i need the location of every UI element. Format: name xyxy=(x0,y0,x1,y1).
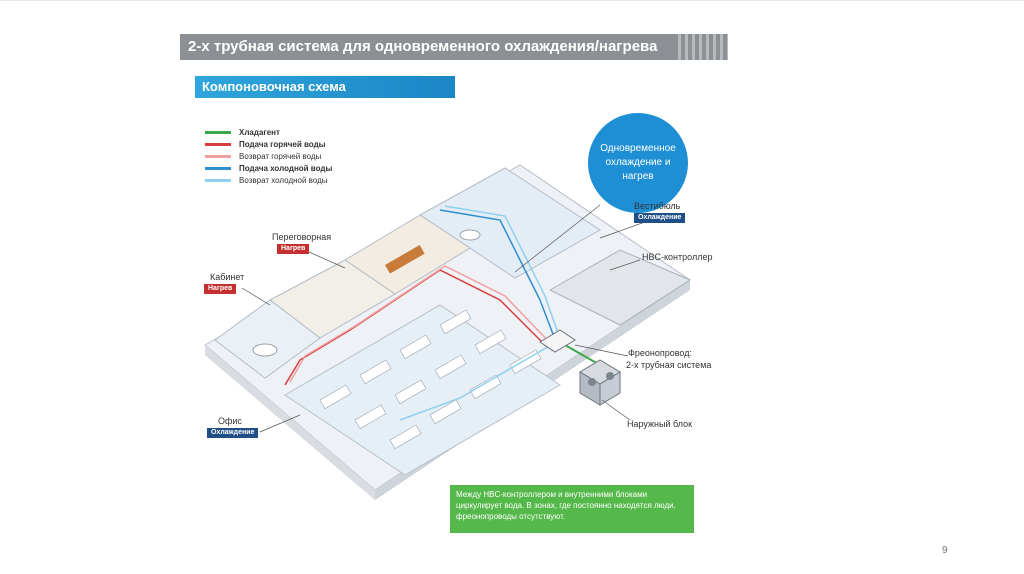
section-title: Компоновочная схема xyxy=(202,79,346,94)
meeting-table xyxy=(384,245,425,274)
office-label: Офис xyxy=(218,416,242,426)
cabinet-label: Кабинет xyxy=(210,272,245,282)
legend-item-cold-return: Возврат холодной воды xyxy=(205,174,332,186)
bubble-text: Одновременное охлаждение и нагрев xyxy=(600,143,676,182)
desk xyxy=(434,354,467,380)
slide-title-bar: 2-х трубная система для одновременного о… xyxy=(180,34,728,60)
round-table xyxy=(252,343,278,357)
refrigerant-pipe-label-line1: Фреонопровод: xyxy=(628,348,692,358)
meeting-room-mode-badge: Нагрев xyxy=(277,244,310,254)
legend-item-refrigerant: Хладагент xyxy=(205,126,332,138)
building-front-wall xyxy=(205,345,375,500)
cabinet-mode-badge: Нагрев xyxy=(204,284,237,294)
office-cold-pipe xyxy=(399,341,557,421)
desk xyxy=(354,404,387,430)
desk xyxy=(394,379,427,405)
legend-line-cold-return xyxy=(205,178,231,182)
legend-label: Подача горячей воды xyxy=(239,139,326,149)
hot-return-pipe xyxy=(289,265,553,383)
desk xyxy=(389,424,422,450)
lobby-table xyxy=(459,229,481,241)
section-header: Компоновочная схема xyxy=(195,76,455,98)
title-bar-stripes xyxy=(678,34,728,60)
legend-item-hot-return: Возврат горячей воды xyxy=(205,150,332,162)
desk xyxy=(429,399,462,425)
desk xyxy=(319,384,352,410)
outdoor-unit xyxy=(579,359,621,406)
lobby-room xyxy=(419,167,601,279)
legend-label: Хладагент xyxy=(239,127,280,137)
legend-label: Подача холодной воды xyxy=(239,163,333,173)
refrigerant-pipe-label-line2: 2-х трубная система xyxy=(626,360,712,370)
office-mode-badge: Охлаждение xyxy=(207,428,259,438)
info-note-text: Между HBC-контроллером и внутренними бло… xyxy=(456,490,676,521)
legend-line-hot-return xyxy=(205,154,231,158)
legend: Хладагент Подача горячей воды Возврат го… xyxy=(205,126,332,186)
desk xyxy=(399,334,432,360)
cold-return-pipe xyxy=(444,205,561,340)
info-note-box: Между HBC-контроллером и внутренними бло… xyxy=(450,485,694,533)
legend-label: Возврат холодной воды xyxy=(239,175,328,185)
desk xyxy=(439,309,472,335)
legend-item-cold-supply: Подача холодной воды xyxy=(205,162,332,174)
hbc-controller-unit xyxy=(539,329,576,353)
desk xyxy=(474,329,507,355)
desk xyxy=(469,374,502,400)
technical-room xyxy=(548,249,692,326)
legend-item-hot-supply: Подача горячей воды xyxy=(205,138,332,150)
lobby-label: Вестибюль xyxy=(634,201,681,211)
cold-supply-pipe xyxy=(439,209,557,343)
meeting-room-label: Переговорная xyxy=(272,232,332,242)
desk xyxy=(359,359,392,385)
slide-title: 2-х трубная система для одновременного о… xyxy=(188,38,658,55)
lobby-mode-badge: Охлаждение xyxy=(634,213,686,223)
simultaneous-mode-bubble: Одновременное охлаждение и нагрев xyxy=(588,113,688,213)
refrigerant-pipe xyxy=(564,344,601,366)
hbc-controller-label: HBC-контроллер xyxy=(642,252,713,262)
legend-line-cold-supply xyxy=(205,166,231,170)
legend-line-refrigerant xyxy=(205,130,231,134)
desks xyxy=(319,309,542,450)
outdoor-unit-label: Наружный блок xyxy=(627,419,693,429)
top-border xyxy=(0,0,1024,1)
page-number: 9 xyxy=(942,545,948,556)
legend-label: Возврат горячей воды xyxy=(239,151,322,161)
small-room xyxy=(214,299,321,379)
legend-line-hot-supply xyxy=(205,142,231,146)
pipe-network xyxy=(284,205,601,421)
